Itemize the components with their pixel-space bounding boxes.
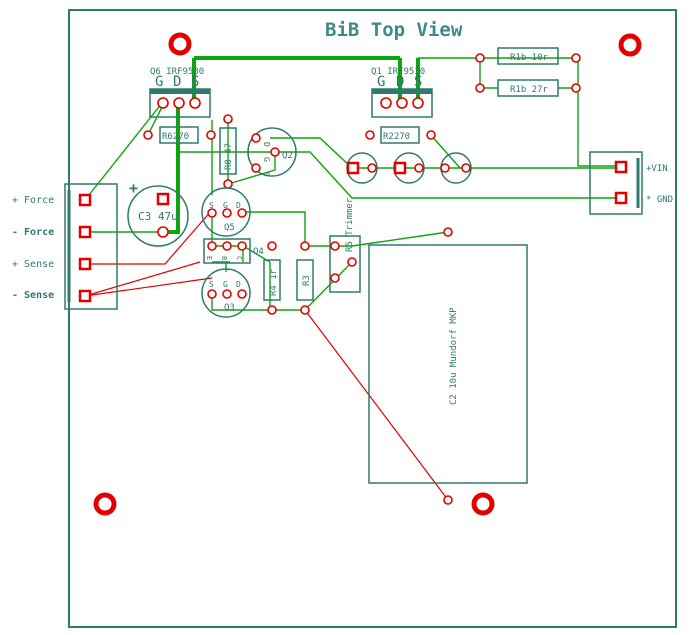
r6-label: R6270	[162, 132, 189, 142]
q6-transistor: Q6 IRF9530 G D S	[149, 67, 211, 118]
q6-pin-g: G	[155, 74, 163, 90]
q4-pin-e: E	[205, 256, 213, 260]
mounting-hole	[618, 33, 642, 57]
q5-pin-g: G	[223, 201, 228, 210]
q1-pin-g: G	[377, 74, 385, 90]
q1-pin-s: S	[414, 74, 422, 90]
q3-pin-g: G	[223, 280, 228, 289]
q4-pin-c: C	[235, 256, 243, 260]
q2-pin-d: D	[262, 142, 271, 147]
q2-transistor: Q2 D G S	[247, 127, 297, 177]
q6-pin-s: S	[191, 74, 199, 90]
r2-resistor: R2270	[365, 126, 436, 144]
c2-label: C2 10u Mundorf MKP	[449, 307, 459, 405]
q6-label: Q6 IRF9530	[150, 67, 204, 77]
q5-pin-s: S	[209, 201, 214, 210]
q3-label: Q3	[224, 303, 235, 313]
right-connector-label-1: * GND	[646, 195, 673, 205]
q1-transistor: Q1 IRF9530 G D S	[371, 67, 433, 118]
left-connector-label-2: + Sense	[12, 259, 54, 270]
r5-label: R5 Trimmer	[345, 197, 355, 252]
c2-capacitor: C2 10u Mundorf MKP	[368, 227, 528, 505]
c3-plus-sign: +	[129, 179, 138, 197]
r8-resistor: R8 47	[219, 114, 237, 189]
r6-resistor: R6270	[143, 126, 216, 144]
q3-transistor: S G D Q3	[201, 268, 251, 318]
r2-label: R2270	[383, 132, 410, 142]
left-connector-label-3: - Sense	[12, 290, 54, 301]
r4-label: R4 1r	[269, 268, 279, 296]
r3-resistor: R3	[296, 241, 314, 315]
board-outline	[68, 9, 677, 628]
mounting-hole	[168, 32, 192, 56]
q6-pin-d: D	[173, 74, 181, 90]
mounting-hole	[471, 492, 495, 516]
q1-label: Q1 IRF9530	[371, 67, 425, 77]
q2-pin-g: G	[262, 157, 271, 162]
r1b-27-resistor: R1b 27r	[475, 79, 581, 97]
q4-pin-b: B	[220, 256, 228, 260]
r1b-10-resistor: R1b 10r	[475, 47, 581, 65]
left-connector-label-1: - Force	[12, 227, 54, 238]
right-connector: +VIN * GND	[589, 151, 673, 215]
left-connector: + Force - Force + Sense - Sense	[12, 183, 118, 310]
r1b-27-label: R1b 27r	[510, 85, 549, 95]
c3-capacitor: + C3 47u	[127, 179, 189, 247]
r5-trimmer: R5 Trimmer	[329, 197, 361, 293]
mounting-hole	[93, 492, 117, 516]
r8-label: R8 47	[224, 143, 234, 170]
red-traces	[84, 209, 449, 501]
q5-pin-d: D	[236, 201, 241, 210]
q3-pin-s: S	[209, 280, 214, 289]
q4-transistor: Q4 E B C	[203, 238, 264, 264]
q3-pin-d: D	[236, 280, 241, 289]
q5-label: Q5	[224, 223, 235, 233]
right-connector-label-0: +VIN	[646, 164, 668, 174]
capacitor-pads-row	[346, 152, 472, 184]
r1b-10-label: R1b 10r	[510, 53, 549, 63]
c3-label: C3 47u	[138, 210, 178, 223]
left-connector-label-0: + Force	[12, 195, 54, 206]
r3-label: R3	[302, 275, 312, 286]
q2-label: Q2	[282, 151, 293, 161]
q5-transistor: S G D Q5	[201, 187, 251, 237]
q2-pin-s: S	[262, 172, 271, 177]
q1-pin-d: D	[396, 74, 404, 90]
board-title: BiB Top View	[325, 19, 463, 41]
q4-label: Q4	[253, 247, 264, 257]
r4-resistor: R4 1r	[263, 241, 281, 315]
